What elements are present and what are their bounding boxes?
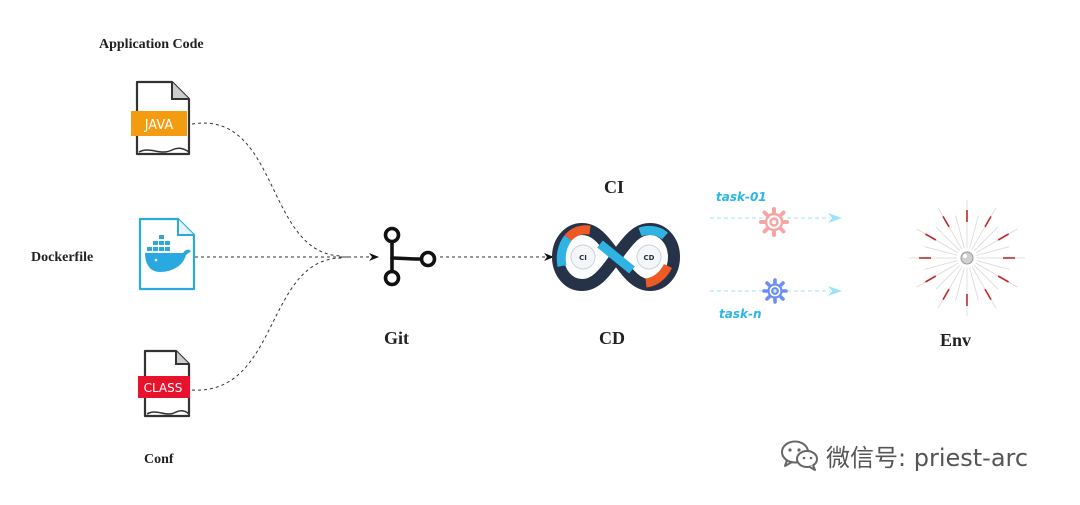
dockerfile-icon <box>138 217 196 291</box>
starburst-ray <box>971 207 997 250</box>
java-file-icon: JAVA <box>131 80 191 156</box>
starburst-ray-tip <box>997 233 1009 241</box>
starburst-ray <box>969 215 979 249</box>
starburst-ray <box>973 264 999 290</box>
starburst-ray <box>975 262 1018 288</box>
cd-label: CD <box>599 328 625 348</box>
connector-java-to-git <box>191 122 343 257</box>
ci-label: CI <box>604 177 625 197</box>
starburst-ray-tip <box>925 233 937 241</box>
connector-conf-to-git <box>191 257 343 391</box>
starburst-ray <box>976 246 1010 256</box>
class-file-icon: CLASS <box>138 349 191 418</box>
task-01-label: task-01 <box>716 190 767 204</box>
gear-icon <box>759 207 789 237</box>
connectors <box>191 122 554 391</box>
starburst-ray-tip <box>942 288 950 300</box>
starburst-ray <box>937 266 963 309</box>
starburst-ray-tip <box>984 216 992 228</box>
env-label: Env <box>940 330 972 350</box>
env-starburst-icon <box>909 200 1025 316</box>
wechat-icon <box>781 440 818 471</box>
git-branch-icon <box>383 226 437 287</box>
conf-label: Conf <box>144 452 174 467</box>
starburst-ray <box>975 228 1018 254</box>
starburst-ray <box>916 262 959 288</box>
starburst-ray <box>916 228 959 254</box>
starburst-ray <box>937 207 963 250</box>
git-label: Git <box>384 328 409 348</box>
starburst-ray <box>976 260 1010 270</box>
wechat-watermark: 微信号: priest-arc <box>780 438 1028 472</box>
starburst-ray-tip <box>942 216 950 228</box>
docker-whale-icon <box>145 249 191 272</box>
java-file-label: JAVA <box>144 118 174 133</box>
starburst-ray <box>971 266 997 309</box>
dockerfile-label: Dockerfile <box>31 250 94 265</box>
starburst-ray <box>955 215 965 249</box>
starburst-ray <box>935 226 961 252</box>
starburst-ray <box>924 260 958 270</box>
loop-cd-badge: CD <box>644 254 655 262</box>
starburst-ray <box>955 267 965 301</box>
application-code-label: Application Code <box>99 37 204 52</box>
ci-cd-loop-icon: CI CD <box>551 222 681 292</box>
starburst-ray-tip <box>984 288 992 300</box>
watermark-text: 微信号: priest-arc <box>826 443 1029 472</box>
starburst-ray <box>924 246 958 256</box>
starburst-ray <box>969 267 979 301</box>
starburst-ray-tip <box>997 275 1009 283</box>
class-file-label: CLASS <box>144 381 183 395</box>
gear-small-icon <box>762 278 788 304</box>
task-arrows <box>710 213 842 296</box>
starburst-ray <box>935 264 961 290</box>
starburst-ray <box>973 226 999 252</box>
starburst-ray-tip <box>925 275 937 283</box>
loop-ci-badge: CI <box>579 254 587 262</box>
task-n-label: task-n <box>719 307 762 321</box>
